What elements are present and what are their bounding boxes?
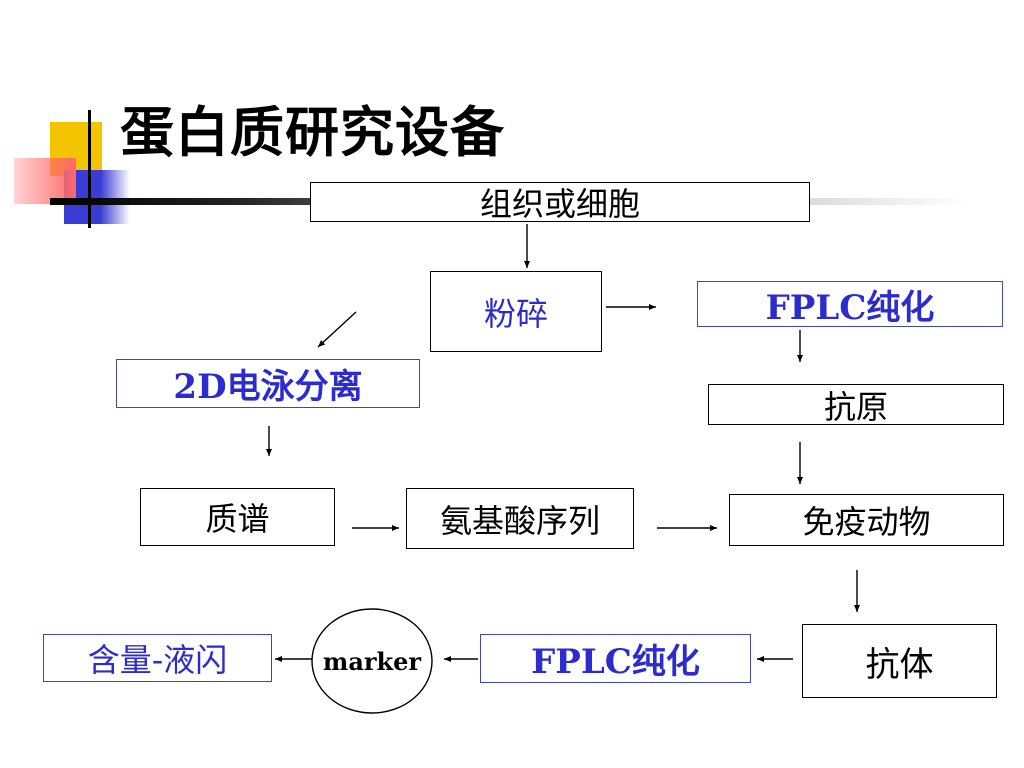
arrow-to-electrophoresis	[317, 311, 357, 348]
node-antigen-label: 抗原	[823, 387, 888, 426]
node-marker: marker	[312, 640, 432, 682]
node-tissue: 组织或细胞	[310, 182, 810, 223]
node-content: 含量-液闪	[43, 634, 272, 682]
node-immune-animal-label: 免疫动物	[802, 503, 931, 541]
node-grinding-label: 粉碎	[483, 294, 548, 333]
node-electrophoresis: 2D电泳分离	[116, 359, 420, 408]
node-fplc-bottom-label: FPLC纯化	[531, 642, 700, 682]
node-immune-animal: 免疫动物	[729, 494, 1004, 546]
node-antibody: 抗体	[802, 624, 997, 698]
node-fplc-top-label: FPLC纯化	[765, 287, 935, 328]
red-accent-square	[14, 158, 76, 204]
node-tissue-label: 组织或细胞	[479, 185, 640, 223]
node-antigen: 抗原	[708, 384, 1004, 426]
accent-vertical-line	[88, 110, 91, 228]
node-antibody-label: 抗体	[865, 644, 934, 685]
node-amino-acid-label: 氨基酸序列	[439, 501, 600, 540]
slide-title: 蛋白质研究设备	[120, 101, 505, 164]
node-marker-label: marker	[322, 646, 422, 676]
node-electrophoresis-label: 2D电泳分离	[173, 367, 363, 407]
marker-node-outline	[311, 608, 433, 714]
node-fplc-top: FPLC纯化	[697, 281, 1003, 328]
node-fplc-bottom: FPLC纯化	[480, 634, 751, 683]
node-mass-spec-label: 质谱	[205, 500, 270, 538]
node-amino-acid: 氨基酸序列	[406, 488, 634, 549]
node-mass-spec: 质谱	[140, 488, 335, 546]
node-grinding: 粉碎	[430, 271, 602, 352]
node-content-label: 含量-液闪	[87, 641, 228, 679]
